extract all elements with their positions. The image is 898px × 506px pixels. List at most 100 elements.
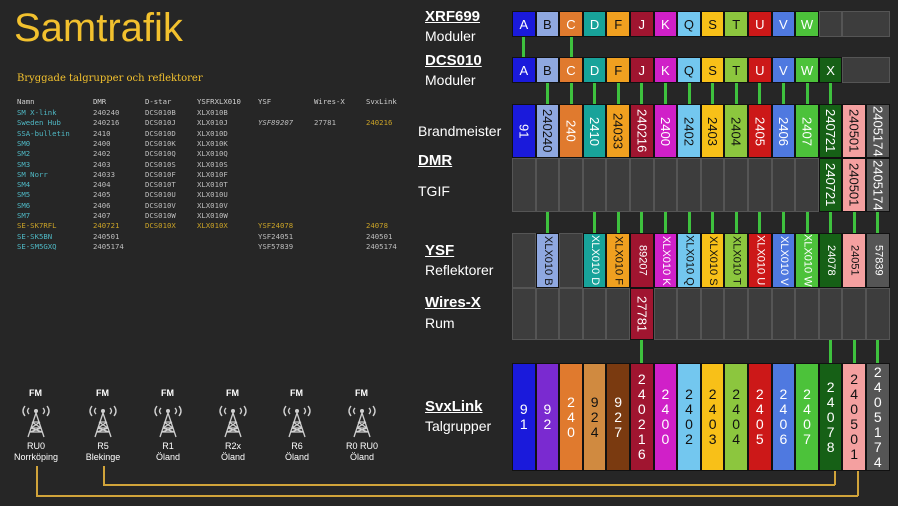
svxlink-digit: 4 bbox=[873, 453, 882, 470]
table-cell: DCS010T bbox=[145, 180, 176, 190]
table-cell: DCS010V bbox=[145, 200, 176, 210]
ysf-cell: 24078 bbox=[818, 233, 843, 288]
ysf-cell: 57839 bbox=[866, 233, 890, 288]
ysf-value: XLX010 K bbox=[659, 235, 672, 286]
dcs-module-cell: F bbox=[606, 57, 630, 83]
xrf-module-cell: V bbox=[771, 11, 796, 37]
connector-line bbox=[522, 36, 526, 58]
brandmeister-cell: 2410 bbox=[582, 104, 607, 158]
tgif-cell: 240721 bbox=[818, 158, 843, 212]
radio-tower-icon bbox=[348, 405, 376, 438]
table-cell: 240501 bbox=[366, 231, 393, 241]
tgif-empty-cell bbox=[748, 158, 772, 212]
dcs-module-cell: U bbox=[748, 57, 772, 83]
ysf-title: YSF bbox=[425, 242, 455, 259]
svxlink-digit: 4 bbox=[661, 401, 670, 417]
fm-node-name: R1 bbox=[162, 441, 174, 451]
wiresx-empty-cell bbox=[559, 288, 583, 340]
svxlink-digit: 0 bbox=[779, 416, 788, 432]
svxlink-digit: 2 bbox=[590, 408, 599, 425]
table-header-cell: D-star bbox=[145, 97, 172, 106]
svxlink-digit: 0 bbox=[661, 416, 670, 432]
xrf-module-cell: W bbox=[795, 11, 819, 37]
fm-label: FM bbox=[226, 388, 239, 398]
xrf-empty-cell bbox=[842, 11, 890, 37]
connector-line bbox=[805, 82, 809, 105]
ysf-cell: XLX010 F bbox=[606, 233, 630, 288]
xrf-module-cell: D bbox=[582, 11, 607, 37]
brandmeister-value: 240 bbox=[563, 120, 579, 142]
svxlink-digit: 2 bbox=[873, 363, 882, 380]
xrf-module-cell: C bbox=[559, 11, 583, 37]
table-cell: 2400 bbox=[93, 138, 111, 148]
wiresx-empty-cell bbox=[606, 288, 630, 340]
svxlink-digit: 1 bbox=[519, 416, 528, 432]
connector-line bbox=[640, 82, 644, 105]
table-cell: XLX010D bbox=[197, 128, 228, 138]
brandmeister-label: Brandmeister bbox=[418, 123, 502, 139]
dcs-module-cell: D bbox=[582, 57, 607, 83]
connector-line bbox=[640, 340, 644, 365]
fm-node-place: Öland bbox=[220, 452, 246, 462]
svxlink-digit: 7 bbox=[873, 438, 882, 455]
fm-connector bbox=[36, 466, 38, 496]
svxlink-digit: 4 bbox=[873, 378, 882, 395]
svxlink-digit: 1 bbox=[873, 423, 882, 440]
brandmeister-value: 240240 bbox=[539, 109, 555, 153]
wiresx-empty-cell bbox=[795, 288, 819, 340]
brandmeister-value: 2404 bbox=[728, 116, 744, 146]
dcs-empty-cell bbox=[842, 57, 890, 83]
brandmeister-cell: 240216 bbox=[630, 104, 654, 158]
tgif-empty-cell bbox=[771, 158, 796, 212]
table-cell: 2407 bbox=[93, 211, 111, 220]
ysf-cell: XLX010 V bbox=[771, 233, 796, 288]
tgif-value: 2405174 bbox=[870, 159, 886, 211]
xrf-module-cell: S bbox=[700, 11, 725, 37]
brandmeister-cell: 91 bbox=[512, 104, 536, 158]
ysf-cell: 89207 bbox=[630, 233, 654, 288]
table-cell: DCS010Q bbox=[145, 149, 176, 159]
tgif-cell: 2405174 bbox=[866, 158, 890, 212]
table-cell: XLX010U bbox=[197, 190, 228, 200]
table-cell: XLX010S bbox=[197, 159, 228, 169]
svxlink-digit: 0 bbox=[637, 401, 646, 417]
xrf-subtitle: Moduler bbox=[425, 28, 476, 44]
svxlink-digit: 6 bbox=[779, 431, 788, 447]
brandmeister-value: 240721 bbox=[823, 109, 839, 153]
ysf-cell: XLX010 S bbox=[700, 233, 725, 288]
wiresx-value: 27781 bbox=[634, 295, 650, 333]
svxlink-digit: 4 bbox=[803, 401, 811, 417]
tgif-empty-cell bbox=[724, 158, 748, 212]
svxlink-digit: 4 bbox=[732, 431, 741, 447]
brandmeister-value: 2406 bbox=[775, 116, 791, 146]
dcs-module-cell: V bbox=[771, 57, 796, 83]
brandmeister-cell: 2403 bbox=[700, 104, 725, 158]
brandmeister-cell: 2404 bbox=[724, 104, 748, 158]
tgif-empty-cell bbox=[512, 158, 536, 212]
table-cell: 2403 bbox=[93, 159, 111, 169]
brandmeister-cell: 240240 bbox=[535, 104, 560, 158]
tgif-empty-cell bbox=[795, 158, 819, 212]
table-cell: 240721 bbox=[93, 221, 120, 231]
table-cell: XLX010X bbox=[197, 221, 228, 231]
table-cell: XLX010B bbox=[197, 108, 228, 117]
brandmeister-cell: 2407 bbox=[795, 104, 819, 158]
tgif-cell: 240501 bbox=[842, 158, 866, 212]
svxlink-digit: 3 bbox=[708, 431, 717, 447]
svxlink-digit: 0 bbox=[850, 431, 859, 447]
fm-node-place: Öland bbox=[155, 452, 181, 462]
wiresx-empty-cell bbox=[512, 288, 536, 340]
xrf-module-cell: F bbox=[606, 11, 630, 37]
svxlink-digit: 2 bbox=[567, 393, 575, 410]
fm-label: FM bbox=[355, 388, 368, 398]
brandmeister-cell: 2406 bbox=[771, 104, 796, 158]
brandmeister-value: 2410 bbox=[587, 116, 603, 146]
fm-node-place: Blekinge bbox=[85, 452, 121, 462]
